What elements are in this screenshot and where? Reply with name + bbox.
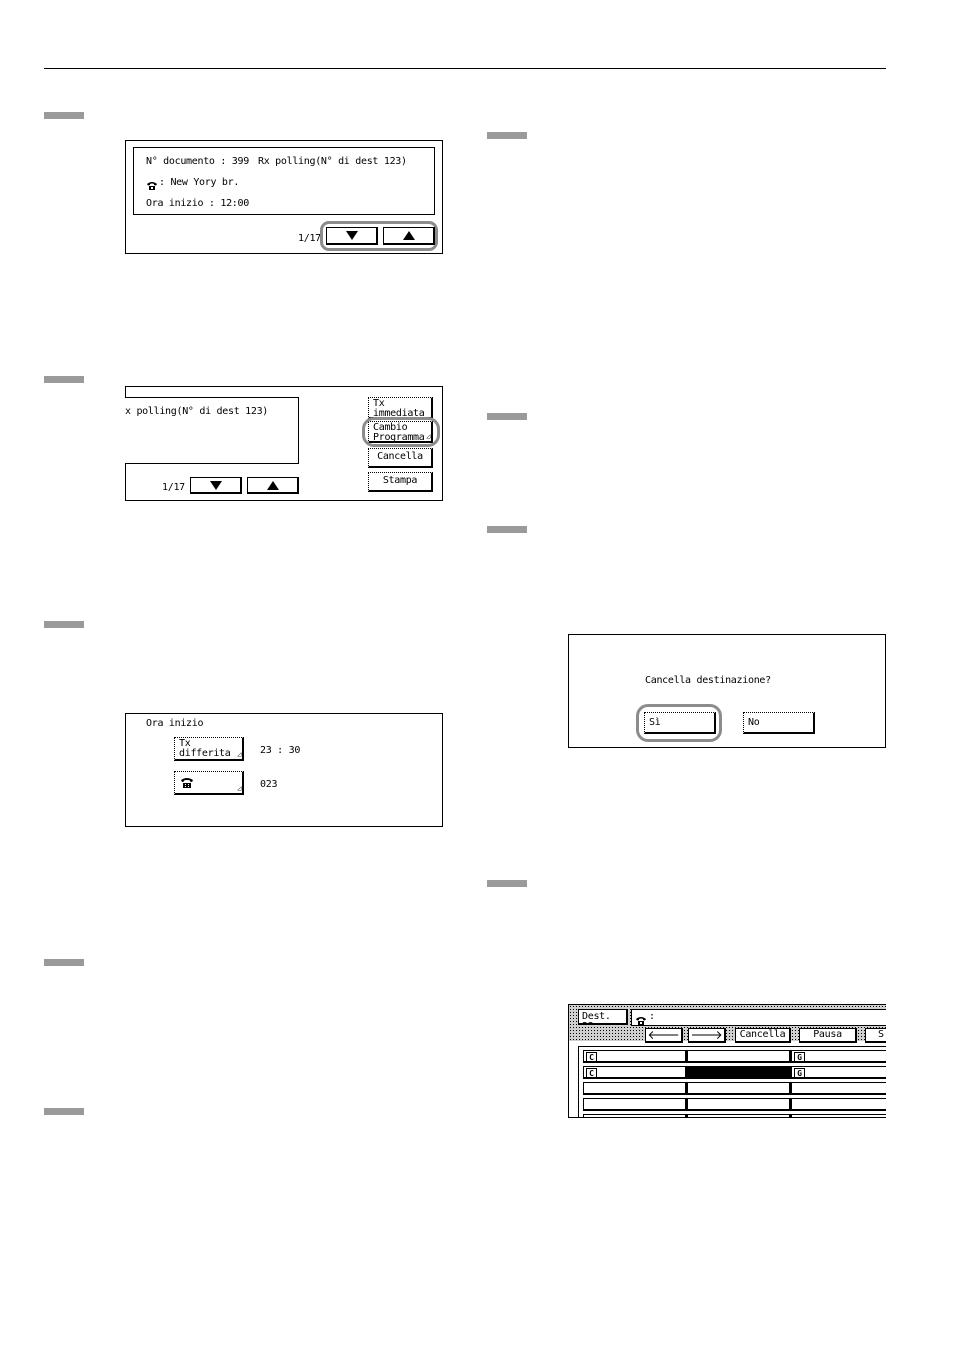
space-button[interactable]: S — [865, 1028, 886, 1043]
button-label: Stampa — [382, 475, 418, 486]
key-cell[interactable] — [791, 1098, 886, 1111]
key-cell[interactable]: C — [583, 1050, 687, 1063]
arrow-left-icon: 🡐 — [647, 1028, 680, 1042]
key-cell[interactable] — [687, 1114, 791, 1117]
button-label: Pausa — [813, 1029, 842, 1040]
delete-confirm-screen: Cancella destinazione? Sì No — [568, 634, 886, 748]
key-cell[interactable]: G — [791, 1050, 886, 1063]
key-grid: C G C G — [578, 1046, 886, 1117]
header-rule — [44, 68, 886, 69]
destination-value: 023 — [260, 779, 278, 790]
phone-icon — [635, 1011, 647, 1030]
scroll-down-button[interactable] — [190, 477, 242, 494]
no-button[interactable]: No — [743, 712, 815, 734]
page-counter: 1/17 — [162, 482, 185, 493]
g-badge: G — [794, 1068, 805, 1079]
destination-number-tab: Dest. 23 — [578, 1009, 628, 1025]
key-cell[interactable] — [687, 1050, 791, 1063]
key-cell[interactable]: C — [583, 1066, 687, 1079]
highlight-ring — [362, 417, 440, 447]
change-program-button[interactable]: Cambio Programma ◿ — [368, 421, 433, 443]
job-detail-screen: N° documento : 399 Rx polling(N° di dest… — [125, 140, 443, 254]
key-cell[interactable] — [791, 1082, 886, 1095]
button-label: Cancella — [739, 1029, 786, 1040]
scroll-down-button[interactable] — [326, 227, 378, 245]
cancel-button[interactable]: Cancella — [735, 1028, 791, 1043]
button-label: Cancella — [377, 451, 423, 462]
step-marker — [44, 621, 84, 628]
arrow-down-icon — [345, 231, 358, 240]
step-marker — [487, 526, 527, 533]
cancel-button[interactable]: Cancella — [368, 448, 433, 468]
key-cell-selected[interactable] — [687, 1066, 791, 1079]
screen-title: Ora inizio — [146, 718, 204, 729]
button-label: Tx — [179, 738, 191, 749]
button-label: No — [748, 717, 760, 728]
corner-mark-icon: ◿ — [237, 784, 241, 792]
scroll-up-button[interactable] — [247, 477, 299, 494]
scroll-up-button[interactable] — [383, 227, 435, 245]
tx-deferred-button[interactable]: Tx differita ◿ — [174, 737, 244, 761]
tx-immediate-button[interactable]: Tx immediata — [368, 397, 433, 419]
colon: : — [649, 1011, 655, 1022]
start-time-screen: Ora inizio Tx differita ◿ 23 : 30 ◿ 023 — [125, 713, 443, 827]
destination-button[interactable]: ◿ — [174, 771, 244, 795]
page-counter: 1/17 — [298, 233, 321, 244]
start-time: Ora inizio : 12:00 — [146, 198, 249, 209]
step-marker — [487, 132, 527, 139]
key-cell[interactable]: G — [791, 1066, 886, 1079]
key-cell[interactable] — [583, 1098, 687, 1111]
job-actions-screen: x polling(N° di dest 123) 1/17 Tx immedi… — [125, 386, 443, 501]
key-cell[interactable] — [791, 1114, 886, 1117]
cursor-left-button[interactable]: 🡐 — [645, 1028, 683, 1043]
document-number: N° documento : 399 — [146, 156, 249, 167]
corner-mark-icon: ◿ — [237, 750, 241, 758]
destination-entry-screen: Dest. 23 : 🡐 🡒 Cancella Pausa S C G C G — [568, 1004, 886, 1118]
button-label: Sì — [649, 717, 661, 728]
button-label: Tx — [373, 398, 385, 409]
c-badge: C — [586, 1052, 597, 1063]
job-info-box: N° documento : 399 Rx polling(N° di dest… — [133, 147, 435, 215]
print-button[interactable]: Stampa — [368, 472, 433, 492]
rx-polling-label: Rx polling(N° di dest 123) — [258, 156, 407, 167]
key-cell[interactable] — [583, 1082, 687, 1095]
c-badge: C — [586, 1068, 597, 1079]
time-value: 23 : 30 — [260, 745, 301, 756]
arrow-up-icon — [266, 481, 279, 490]
arrow-down-icon — [209, 481, 222, 490]
job-info-box: x polling(N° di dest 123) — [125, 397, 299, 464]
arrow-right-icon: 🡒 — [690, 1028, 723, 1042]
dest-label: Dest. 23 — [582, 1011, 611, 1024]
phone-icon — [180, 777, 194, 792]
key-cell[interactable] — [687, 1098, 791, 1111]
g-badge: G — [794, 1052, 805, 1063]
button-label: S — [878, 1029, 884, 1040]
pause-button[interactable]: Pausa — [799, 1028, 857, 1043]
button-label: immediata — [373, 408, 425, 419]
step-marker — [44, 376, 84, 383]
button-label: differita — [179, 748, 231, 759]
rx-polling-label: x polling(N° di dest 123) — [125, 406, 269, 417]
highlight-ring — [320, 221, 438, 251]
step-marker — [44, 1108, 84, 1115]
arrow-up-icon — [402, 231, 415, 240]
confirm-question: Cancella destinazione? — [645, 675, 771, 686]
step-marker — [44, 112, 84, 119]
number-input[interactable]: : — [631, 1009, 886, 1026]
step-marker — [487, 413, 527, 420]
key-cell[interactable] — [687, 1082, 791, 1095]
step-marker — [487, 880, 527, 887]
yes-button[interactable]: Sì — [644, 712, 716, 734]
button-label: Programma — [373, 432, 425, 443]
key-cell[interactable] — [583, 1114, 687, 1117]
button-label: Cambio — [373, 422, 408, 433]
highlight-ring — [636, 704, 722, 742]
phone-icon — [146, 176, 158, 195]
destination-name: : New Yory br. — [159, 177, 240, 188]
cursor-right-button[interactable]: 🡒 — [688, 1028, 726, 1043]
step-marker — [44, 959, 84, 966]
